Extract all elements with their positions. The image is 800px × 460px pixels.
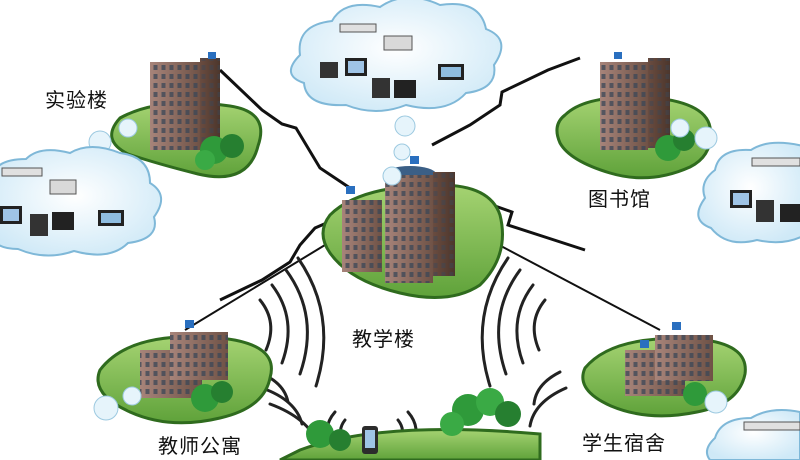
access-point-icon (672, 322, 681, 330)
router-icon (1, 167, 43, 177)
access-point-icon (640, 340, 649, 348)
link-line (184, 244, 326, 331)
cloud-right (697, 141, 800, 244)
label-student-dorm: 学生宿舍 (582, 431, 666, 455)
access-point-icon (49, 179, 77, 195)
teaching-building-island (321, 143, 504, 299)
access-point-icon (614, 52, 622, 59)
cloud-bottom-right (705, 409, 800, 460)
laptop-icon (780, 204, 800, 222)
label-lab-building: 实验楼 (45, 88, 108, 112)
label-library: 图书馆 (588, 187, 651, 211)
access-point-icon (410, 156, 419, 164)
router-icon (743, 421, 800, 431)
access-point-icon (185, 320, 194, 328)
access-point-icon (208, 52, 216, 59)
server-icon (320, 62, 338, 78)
label-faculty-apartment: 教师公寓 (158, 434, 242, 458)
wireless-bolt-icon (431, 56, 581, 147)
wireless-bolt-icon (219, 213, 346, 302)
library-island (555, 52, 718, 180)
server-icon (30, 214, 48, 236)
cloud-left (0, 146, 162, 257)
label-teaching-building: 教学楼 (352, 327, 415, 351)
radio-waves-right (480, 256, 568, 428)
router-icon (339, 23, 377, 33)
cloud-top-center (290, 0, 503, 137)
server-icon (756, 200, 774, 222)
park-island (279, 388, 542, 460)
student-dorm-island (581, 322, 747, 418)
radio-waves-left (256, 256, 326, 446)
router-icon (751, 157, 800, 167)
link-line (479, 234, 661, 331)
access-point-icon (346, 186, 355, 194)
access-point-icon (383, 35, 413, 51)
faculty-apartment-island (93, 320, 273, 425)
wireless-bolt-icon (218, 68, 351, 190)
